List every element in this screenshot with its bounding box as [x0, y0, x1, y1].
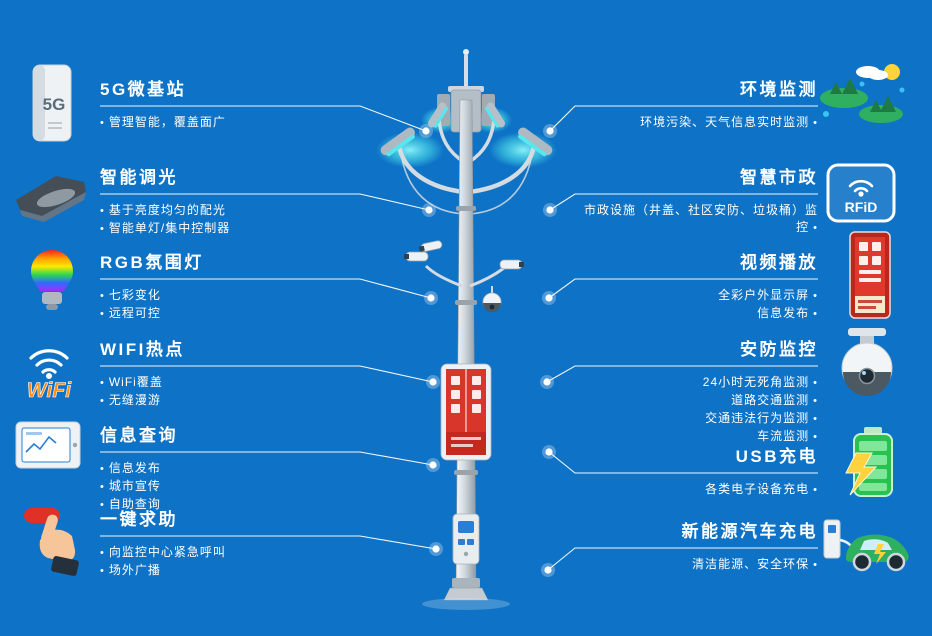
5g-cabinet-icon: 5G [26, 62, 78, 150]
sos-hand-icon [22, 500, 82, 578]
cctv-cameras [404, 240, 524, 312]
feature-bullet: 交通违法行为监测 [575, 410, 818, 428]
feature-bullet: 基于亮度均匀的配光 [100, 202, 360, 220]
feature-bullet: 场外广播 [100, 562, 360, 580]
feature-title: 安防监控 [740, 340, 818, 359]
feature-usb-charging: USB充电 各类电子设备充电 [575, 447, 818, 499]
antenna-tip [463, 49, 469, 55]
pole-led-banner [440, 363, 492, 461]
feature-bullet: 清洁能源、安全环保 [575, 556, 818, 574]
connector-dots [419, 124, 557, 577]
feature-smart-dimming: 智能调光 基于亮度均匀的配光 智能单灯/集中控制器 [100, 168, 360, 238]
battery-icon [838, 425, 902, 499]
feature-bullet: 车流监测 [575, 428, 818, 446]
rfid-icon: RFiD [824, 160, 898, 226]
camera-arms [424, 264, 505, 288]
feature-title: 一键求助 [100, 510, 178, 529]
feature-bullet: WiFi覆盖 [100, 374, 360, 392]
svg-text:5G: 5G [43, 95, 66, 114]
feature-title: 智能调光 [100, 168, 178, 187]
feature-title: 智慧市政 [740, 168, 818, 187]
pole-control-panel [452, 513, 480, 565]
feature-bullet: 自助查询 [100, 496, 360, 514]
feature-bullet: 市政设施（井盖、社区安防、垃圾桶）监控 [575, 202, 818, 237]
feature-bullet: 24小时无死角监测 [575, 374, 818, 392]
feature-ev-charging: 新能源汽车充电 清洁能源、安全环保 [575, 522, 818, 574]
feature-bullet: 无缝漫游 [100, 392, 360, 410]
feature-bullet: 远程可控 [100, 305, 360, 323]
feature-video-playback: 视频播放 全彩户外显示屏 信息发布 [575, 253, 818, 323]
feature-bullet: 信息发布 [100, 460, 360, 478]
feature-info-query: 信息查询 信息发布 城市宣传 自助查询 [100, 426, 360, 514]
connector-lines [100, 105, 818, 571]
ev-car-icon [820, 510, 916, 574]
feature-5g-base-station: 5G微基站 管理智能，覆盖面广 [100, 80, 360, 132]
feature-title: 信息查询 [100, 426, 178, 445]
feature-bullet: 各类电子设备充电 [575, 481, 818, 499]
info-tablet-icon [14, 420, 82, 472]
feature-security-monitoring: 安防监控 24小时无死角监测 道路交通监测 交通违法行为监测 车流监测 [575, 340, 818, 446]
svg-text:WiFi: WiFi [27, 379, 72, 400]
feature-bullet: 道路交通监测 [575, 392, 818, 410]
feature-wifi-hotspot: WIFI热点 WiFi覆盖 无缝漫游 [100, 340, 360, 410]
feature-title: 视频播放 [740, 253, 818, 272]
feature-bullet: 管理智能，覆盖面广 [100, 114, 360, 132]
street-lamp-icon [12, 170, 90, 222]
feature-bullet: 信息发布 [575, 305, 818, 323]
feature-bullet: 环境污染、天气信息实时监测 [575, 114, 818, 132]
feature-title: USB充电 [735, 447, 818, 466]
svg-text:RFiD: RFiD [845, 199, 878, 215]
rgb-bulb-icon [28, 248, 76, 318]
smart-pole-illustration [376, 49, 557, 610]
feature-title: RGB氛围灯 [100, 253, 204, 272]
led-lamp-heads [380, 102, 553, 157]
feature-one-key-help: 一键求助 向监控中心紧急呼叫 场外广播 [100, 510, 360, 580]
feature-rgb-ambient-light: RGB氛围灯 七彩变化 远程可控 [100, 253, 360, 323]
feature-title: WIFI热点 [100, 340, 185, 359]
ad-display-icon [846, 230, 894, 322]
feature-title: 5G微基站 [100, 80, 187, 99]
feature-bullet: 向监控中心紧急呼叫 [100, 544, 360, 562]
wifi-tower-icon: WiFi [6, 336, 92, 400]
feature-bullet: 智能单灯/集中控制器 [100, 220, 360, 238]
feature-bullet: 全彩户外显示屏 [575, 287, 818, 305]
feature-smart-municipal: 智慧市政 市政设施（井盖、社区安防、垃圾桶）监控 [575, 168, 818, 237]
pole-base [422, 578, 510, 610]
environment-icon [818, 60, 906, 128]
feature-title: 新能源汽车充电 [681, 522, 818, 541]
feature-bullet: 七彩变化 [100, 287, 360, 305]
feature-title: 环境监测 [740, 80, 818, 99]
feature-bullet: 城市宣传 [100, 478, 360, 496]
feature-env-monitoring: 环境监测 环境污染、天气信息实时监测 [575, 80, 818, 132]
dome-camera-icon [836, 326, 898, 398]
